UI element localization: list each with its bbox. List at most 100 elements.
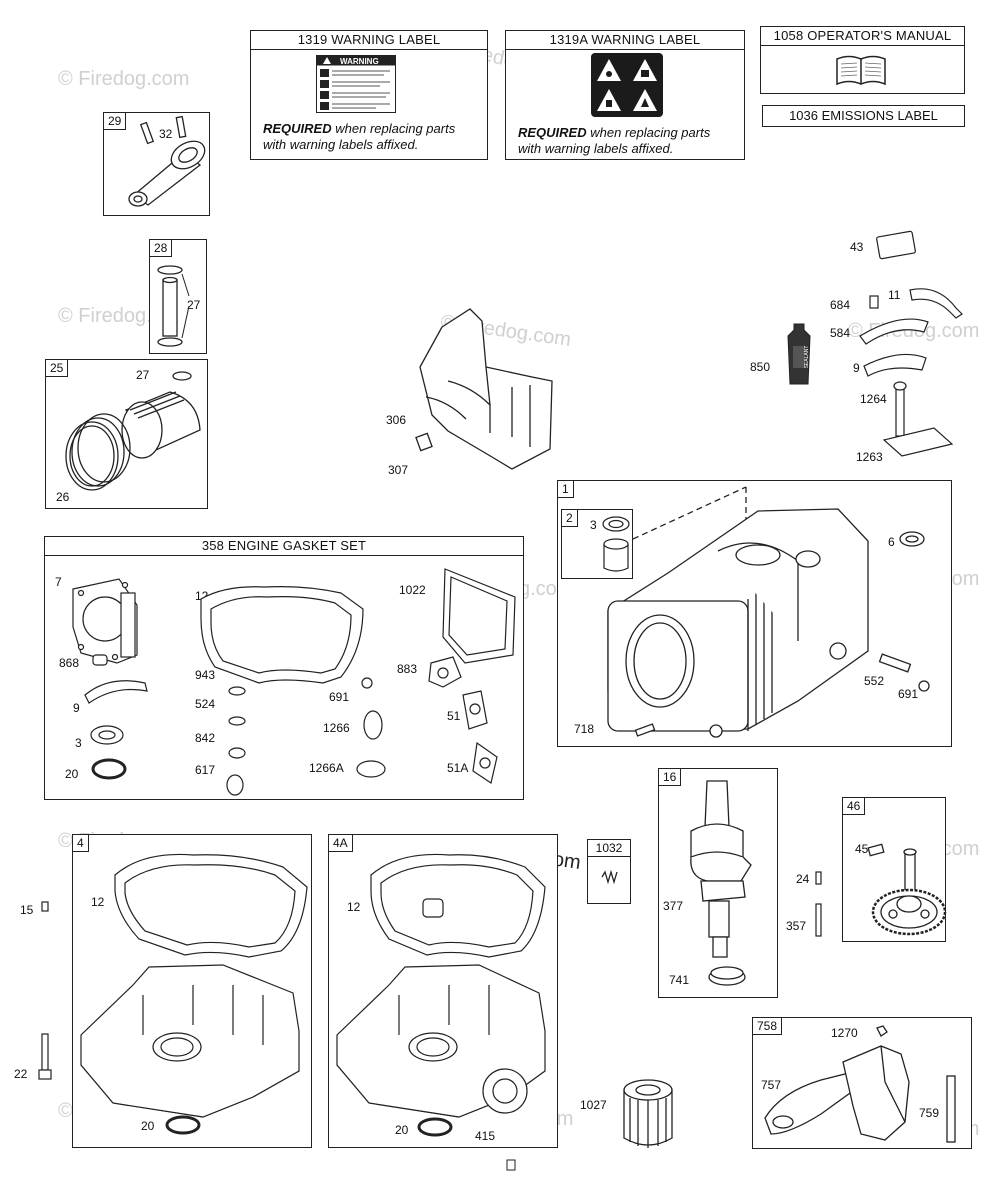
warning-label-1319-box: 1319 WARNING LABEL WARNING REQUIRED when… (250, 30, 488, 160)
callout-306: 306 (386, 413, 407, 427)
sump-icon (80, 853, 308, 1135)
part-box-2: 2 3 (561, 509, 633, 579)
warning-symbols-decal-icon (591, 53, 663, 117)
screw-415-icon (506, 1159, 516, 1171)
callout-1027: 1027 (580, 1098, 607, 1112)
oil-filter-icon (623, 1079, 673, 1148)
part-box-758: 758 1270 757 759 (752, 1017, 972, 1149)
callout-26: 26 (56, 490, 70, 504)
callout-943: 943 (195, 668, 216, 682)
part-box-1032: 1032 (587, 839, 631, 904)
callout-24: 24 (796, 872, 810, 886)
callout-307: 307 (388, 463, 409, 477)
emissions-label-box: 1036 EMISSIONS LABEL (762, 105, 965, 127)
callout-741: 741 (669, 973, 690, 987)
callout-3: 3 (590, 518, 597, 532)
watermark: © Firedog.com (58, 68, 190, 90)
callout-15: 15 (20, 903, 34, 917)
warning-label-1319a-title: 1319A WARNING LABEL (506, 31, 744, 50)
spring-icon (601, 869, 618, 885)
callout-584: 584 (830, 326, 851, 340)
part-box-758-number: 758 (753, 1018, 783, 1035)
part-box-28: 28 27 (149, 239, 207, 354)
callout-27: 27 (187, 298, 201, 312)
callout-11: 11 (888, 288, 901, 302)
callout-32: 32 (159, 127, 173, 141)
operators-manual-title: 1058 OPERATOR'S MANUAL (761, 27, 964, 46)
warning-decal-icon: WARNING (316, 55, 396, 113)
callout-1022: 1022 (399, 583, 426, 597)
sump-bolts-icon (38, 901, 52, 1080)
gasket-set-parts-icon (72, 568, 516, 796)
callout-883: 883 (397, 662, 418, 676)
callout-6: 6 (888, 535, 895, 549)
callout-22: 22 (14, 1067, 28, 1081)
engine-gasket-set-box: 358 ENGINE GASKET SET 7 12 1022 868 883 … (44, 536, 524, 800)
piston-pin-icon (157, 265, 190, 347)
callout-1270: 1270 (831, 1026, 858, 1040)
connecting-rod-icon (128, 115, 206, 207)
warning-label-1319-title: 1319 WARNING LABEL (251, 31, 487, 50)
callout-691: 691 (898, 687, 919, 701)
part-box-4-number: 4 (73, 835, 89, 852)
part-box-1032-number: 1032 (588, 840, 630, 857)
sump-with-oil-pump-icon (336, 853, 546, 1137)
warning-label-1319a-box: 1319A WARNING LABEL REQUIRED when replac… (505, 30, 745, 160)
sealant-tube-icon: SEALANT (787, 323, 811, 385)
part-box-1: 1 2 3 6 552 691 718 (557, 480, 952, 747)
callout-1263: 1263 (856, 450, 883, 464)
callout-51a: 51A (447, 761, 469, 775)
engine-gasket-set-title: 358 ENGINE GASKET SET (45, 537, 523, 556)
callout-552: 552 (864, 674, 885, 688)
required-note-1319a: REQUIRED when replacing parts with warni… (518, 125, 711, 156)
callout-7: 7 (55, 575, 62, 589)
warning-decal-heading: WARNING (340, 57, 379, 66)
callout-1266a: 1266A (309, 761, 344, 775)
part-box-25-number: 25 (46, 360, 69, 377)
callout-45: 45 (855, 842, 869, 856)
callout-12: 12 (347, 900, 361, 914)
callout-20: 20 (395, 1123, 409, 1137)
emissions-label-title: 1036 EMISSIONS LABEL (789, 108, 938, 123)
callout-684: 684 (830, 298, 851, 312)
part-box-4a-number: 4A (329, 835, 353, 852)
blower-housing-shroud-icon (415, 308, 553, 470)
sealant-tube-text: SEALANT (804, 346, 810, 369)
callout-51: 51 (447, 709, 461, 723)
part-box-46-number: 46 (843, 798, 866, 815)
part-box-4: 4 12 20 (72, 834, 312, 1148)
part-box-2-number: 2 (562, 510, 578, 527)
callout-691: 691 (329, 690, 350, 704)
callout-3: 3 (75, 736, 82, 750)
camshaft-gear-icon (867, 843, 947, 936)
callout-757: 757 (761, 1078, 782, 1092)
callout-12: 12 (91, 895, 105, 909)
pins-icon (815, 871, 822, 937)
callout-1266: 1266 (323, 721, 350, 735)
part-box-29-number: 29 (104, 113, 127, 130)
piston-and-rings-icon (65, 371, 201, 491)
callout-842: 842 (195, 731, 216, 745)
balancer-assembly-icon (764, 1025, 956, 1143)
callout-20: 20 (141, 1119, 155, 1133)
callout-377: 377 (663, 899, 684, 913)
required-note-1319: REQUIRED when replacing parts with warni… (263, 121, 456, 152)
callout-9: 9 (853, 361, 860, 375)
bearing-bushing-icon (602, 516, 630, 572)
callout-9: 9 (73, 701, 80, 715)
operators-manual-box: 1058 OPERATOR'S MANUAL (760, 26, 965, 94)
callout-850: 850 (750, 360, 771, 374)
part-box-25: 25 27 26 (45, 359, 208, 509)
callout-868: 868 (59, 656, 80, 670)
part-box-16-number: 16 (659, 769, 682, 786)
callout-27: 27 (136, 368, 150, 382)
callout-20: 20 (65, 767, 79, 781)
callout-617: 617 (195, 763, 216, 777)
cylinder-block-icon (607, 486, 930, 738)
crankshaft-icon (690, 780, 752, 986)
callout-415: 415 (475, 1129, 496, 1143)
callout-524: 524 (195, 697, 216, 711)
book-icon (836, 55, 886, 86)
callout-718: 718 (574, 722, 595, 736)
